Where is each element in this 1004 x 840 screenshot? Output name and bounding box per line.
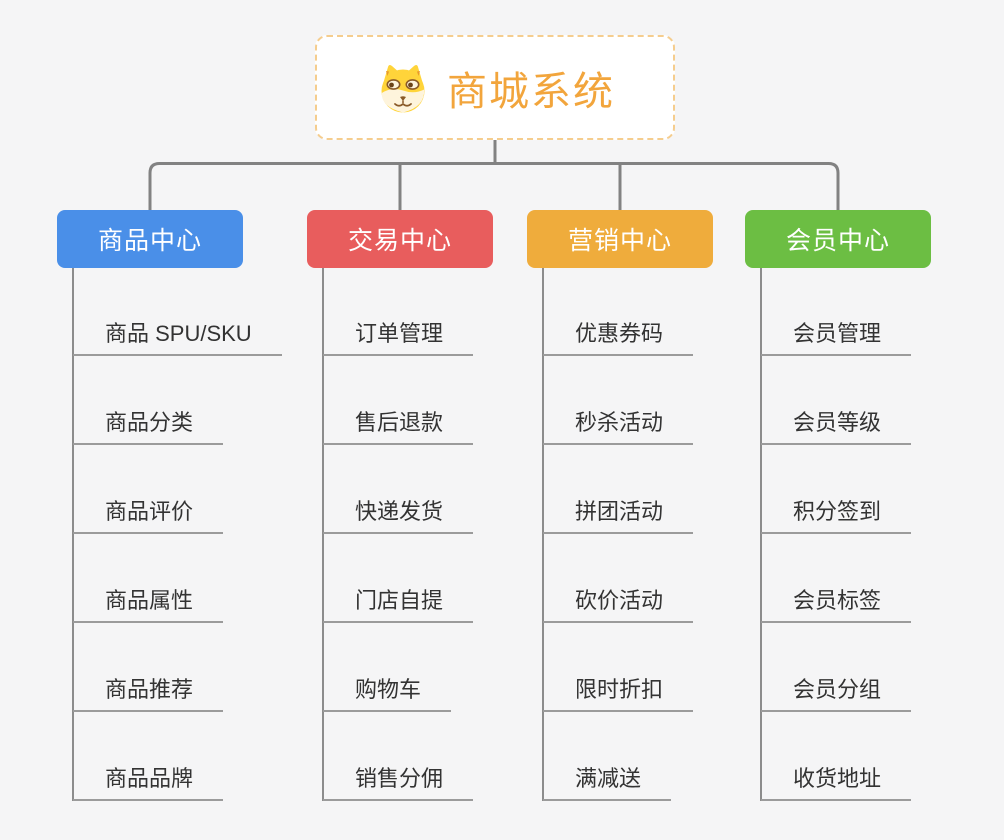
branch-trunk-line (542, 268, 544, 801)
leaf-node[interactable]: 快递发货 (323, 497, 474, 534)
doge-icon (381, 64, 425, 112)
branch-trunk-line (72, 268, 74, 801)
leaf-node[interactable]: 满减送 (543, 764, 672, 801)
leaf-node[interactable]: 拼团活动 (543, 497, 694, 534)
leaf-node[interactable]: 订单管理 (323, 319, 474, 356)
branch-node-product[interactable]: 商品中心 (57, 210, 243, 268)
branch-column-member: 会员中心 会员管理 会员等级 积分签到 会员标签 会员分组 收货地址 (745, 210, 931, 801)
branch-node-trade[interactable]: 交易中心 (307, 210, 493, 268)
leaf-node[interactable]: 售后退款 (323, 408, 474, 445)
leaf-node[interactable]: 限时折扣 (543, 675, 694, 712)
leaf-node[interactable]: 商品分类 (73, 408, 224, 445)
leaf-node[interactable]: 会员标签 (761, 586, 912, 623)
branch-column-product: 商品中心 商品 SPU/SKU 商品分类 商品评价 商品属性 商品推荐 商品品牌 (57, 210, 282, 801)
leaf-node[interactable]: 优惠券码 (543, 319, 694, 356)
leaf-node[interactable]: 会员分组 (761, 675, 912, 712)
leaf-node[interactable]: 商品品牌 (73, 764, 224, 801)
branch-node-marketing[interactable]: 营销中心 (527, 210, 713, 268)
root-node[interactable]: 商城系统 (315, 35, 675, 140)
branch-column-marketing: 营销中心 优惠券码 秒杀活动 拼团活动 砍价活动 限时折扣 满减送 (527, 210, 713, 801)
leaf-node[interactable]: 会员管理 (761, 319, 912, 356)
root-title: 商城系统 (447, 69, 615, 114)
leaf-node[interactable]: 收货地址 (761, 764, 912, 801)
leaf-node[interactable]: 积分签到 (761, 497, 912, 534)
branch-trunk-line (760, 268, 762, 801)
leaf-node[interactable]: 商品推荐 (73, 675, 224, 712)
leaf-node[interactable]: 商品属性 (73, 586, 224, 623)
leaf-node[interactable]: 销售分佣 (323, 764, 474, 801)
branch-node-member[interactable]: 会员中心 (745, 210, 931, 268)
leaf-node[interactable]: 门店自提 (323, 586, 474, 623)
leaf-node[interactable]: 秒杀活动 (543, 408, 694, 445)
leaf-node[interactable]: 商品评价 (73, 497, 224, 534)
branch-column-trade: 交易中心 订单管理 售后退款 快递发货 门店自提 购物车 销售分佣 (307, 210, 493, 801)
leaf-node[interactable]: 会员等级 (761, 408, 912, 445)
branch-trunk-line (322, 268, 324, 801)
leaf-node[interactable]: 砍价活动 (543, 586, 694, 623)
leaf-node[interactable]: 购物车 (323, 675, 452, 712)
leaf-node[interactable]: 商品 SPU/SKU (73, 319, 282, 356)
